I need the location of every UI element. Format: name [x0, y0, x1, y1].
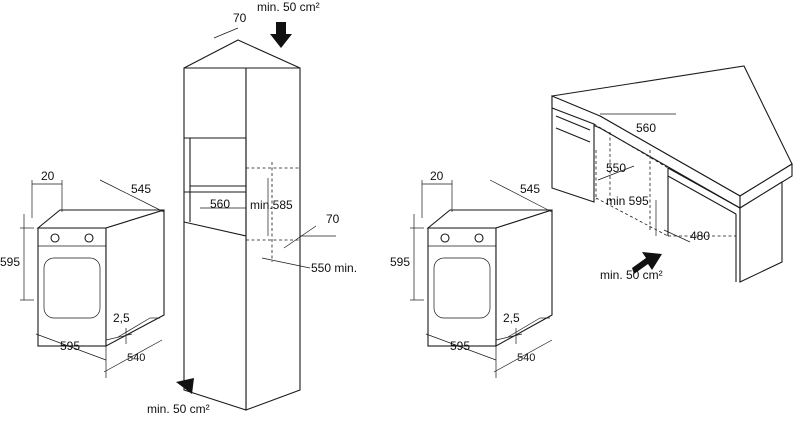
- cabinet-upper-front: [183, 67, 247, 139]
- knob-icon: [84, 233, 94, 243]
- vent-arrow-icon: [632, 252, 662, 274]
- oven-window: [43, 257, 101, 319]
- oven-right-gap: 2,5: [503, 311, 520, 325]
- knob-icon: [474, 233, 484, 243]
- knob-icon: [50, 233, 60, 243]
- oven-left-height: 595: [0, 255, 20, 269]
- oven-right-height: 595: [390, 255, 410, 269]
- oven-left-front-width: 595: [60, 339, 80, 353]
- worktop-end: [739, 163, 793, 209]
- oven-left-depth-bottom: 540: [127, 352, 145, 364]
- oven-left-side: [105, 209, 165, 347]
- oven-right-width-top: 545: [520, 182, 540, 196]
- cabinet-lower-front: [183, 221, 247, 411]
- oven-right-depth-bottom: 540: [517, 352, 535, 364]
- vent-top-arrow-icon: [270, 22, 292, 48]
- cabinet-side: [245, 67, 301, 411]
- oven-right-front: [427, 227, 497, 347]
- oven-left-front: [37, 227, 107, 347]
- under-niche-depth: 550: [606, 161, 626, 175]
- cabinet-vent-top: min. 50 cm²: [257, 0, 320, 14]
- oven-right: [410, 179, 553, 378]
- oven-left-gap: 2,5: [113, 311, 130, 325]
- under-niche-width: 560: [636, 121, 656, 135]
- left-cabinet-front: [551, 107, 595, 203]
- cabinet-niche-width: 560: [210, 197, 230, 211]
- oven-right-depth-top: 20: [430, 169, 444, 183]
- cabinet-vent-bottom: min. 50 cm²: [147, 402, 210, 416]
- cabinet-niche-depth: 550 min.: [311, 261, 357, 275]
- under-counter-unit: [551, 65, 793, 283]
- tall-cabinet: [183, 27, 336, 411]
- oven-window: [433, 257, 491, 319]
- cabinet-top-depth: 70: [233, 11, 247, 25]
- oven-left-width-top: 545: [131, 182, 151, 196]
- oven-left-depth-top: 20: [41, 169, 55, 183]
- oven-right-front-width: 595: [450, 339, 470, 353]
- under-front-depth: 480: [690, 229, 710, 243]
- vent-bottom-arrow-icon: [176, 378, 194, 394]
- under-niche-height: min 595: [606, 194, 649, 208]
- cabinet-niche-height: min.585: [250, 198, 293, 212]
- under-vent: min. 50 cm²: [600, 268, 663, 282]
- oven-left: [20, 179, 165, 378]
- cabinet-rear-gap: 70: [326, 212, 340, 226]
- knob-icon: [440, 233, 450, 243]
- oven-right-side: [495, 209, 553, 347]
